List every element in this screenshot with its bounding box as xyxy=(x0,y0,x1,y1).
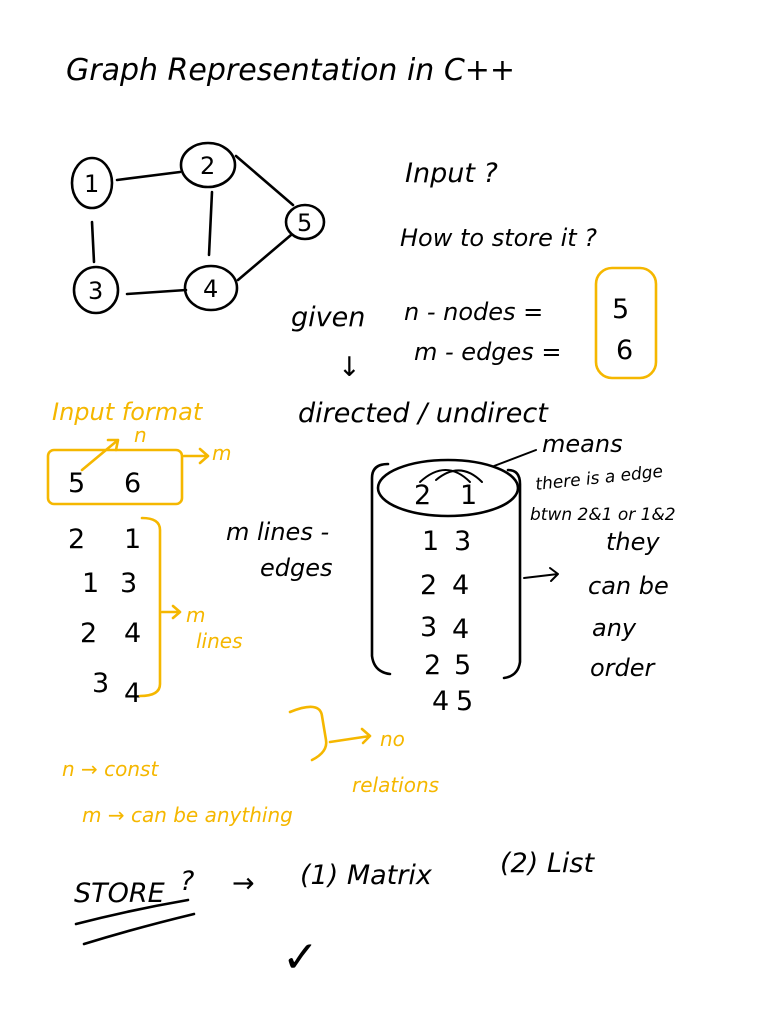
input-row: 2 xyxy=(80,618,97,649)
edge-list-right-bracket xyxy=(502,468,522,680)
graph-node-label: 5 xyxy=(297,209,312,237)
store-label: STORE xyxy=(74,878,165,909)
m-pointer-arrow xyxy=(182,447,210,465)
given-down-arrow: ↓ xyxy=(338,352,361,383)
order-note-line-1: they xyxy=(606,528,660,556)
order-note-line-2: can be xyxy=(588,572,669,600)
graph-edges xyxy=(90,154,295,296)
edge-list-loop-mark xyxy=(419,469,483,483)
input-row: 3 xyxy=(92,668,109,699)
edge-list-rows: 2 1 1 3 2 4 3 4 2 5 4 5 xyxy=(414,480,477,717)
matrix-check-mark: ✓ xyxy=(282,932,319,983)
m-label: m xyxy=(212,441,231,465)
edge-row: 3 xyxy=(454,526,471,557)
input-row: 1 xyxy=(124,524,141,555)
given-values-highlight-box xyxy=(594,266,658,380)
graph-edge-1-3 xyxy=(90,220,96,264)
page-title: Graph Representation in C++ xyxy=(66,53,515,88)
input-header-n: 5 xyxy=(68,468,85,499)
m-anything-note: m → can be anything xyxy=(82,803,293,827)
given-edges-value: 6 xyxy=(616,335,633,366)
no-relation-arrow xyxy=(328,727,372,745)
graph-drawing: 1 2 3 4 5 xyxy=(70,141,326,315)
input-row: 2 xyxy=(68,524,85,555)
store-underline-2 xyxy=(82,912,196,946)
edge-list-block: m lines - edges 2 1 1 3 2 4 3 4 2 5 4 5 … xyxy=(226,430,676,717)
lines-label-m: m xyxy=(186,603,205,627)
no-note: no xyxy=(380,727,405,751)
means-note-line-3: btwn 2&1 or 1&2 xyxy=(530,505,676,525)
relations-note: relations xyxy=(352,773,439,797)
edge-row: 4 xyxy=(432,686,449,717)
store-option-list: (2) List xyxy=(500,848,595,879)
input-format-label: Input format xyxy=(52,398,204,426)
graph-node-3: 3 xyxy=(72,265,120,315)
lines-bracket xyxy=(138,516,162,698)
input-header-box xyxy=(46,448,184,506)
graph-edge-2-4 xyxy=(207,190,214,257)
means-note-line-2: there is a edge xyxy=(534,462,663,495)
store-underline-1 xyxy=(74,898,190,926)
means-note-line-1: means xyxy=(542,430,623,458)
input-format-block: Input format n 5 6 m 2 1 1 3 2 4 3 4 m l… xyxy=(46,398,439,827)
given-label: given xyxy=(291,302,365,333)
edge-row: 4 xyxy=(452,570,469,601)
given-block: given n - nodes = 5 ↓ m - edges = 6 dire… xyxy=(291,266,658,429)
store-question-mark: ? xyxy=(180,866,194,897)
n-label: n xyxy=(134,423,147,447)
m-lines-label: m lines - xyxy=(226,518,329,546)
order-pointer-arrow xyxy=(523,567,559,582)
store-option-matrix: (1) Matrix xyxy=(300,860,433,891)
store-arrow: → xyxy=(232,868,255,899)
edges-label: edges xyxy=(260,554,333,582)
edge-row: 1 xyxy=(422,526,439,557)
n-pointer-arrow xyxy=(80,438,120,472)
input-row: 1 xyxy=(82,568,99,599)
graph-edge-2-5 xyxy=(234,154,295,207)
edge-row: 2 xyxy=(414,480,431,511)
graph-edge-4-5 xyxy=(236,233,293,282)
store-question: How to store it ? xyxy=(400,224,597,252)
edge-list-left-bracket xyxy=(370,462,392,676)
notes-bracket xyxy=(288,705,328,762)
direction-text: directed / undirect xyxy=(298,398,549,429)
input-edge-rows: 2 1 1 3 2 4 3 4 xyxy=(68,524,141,709)
graph-node-label: 2 xyxy=(200,152,215,180)
given-nodes-text: n - nodes = xyxy=(404,298,543,326)
input-question: Input ? xyxy=(405,158,498,189)
graph-edge-1-2 xyxy=(115,170,182,182)
edge-row: 1 xyxy=(460,480,477,511)
input-header-m: 6 xyxy=(124,468,141,499)
edge-row: 2 xyxy=(420,570,437,601)
store-block: STORE ? → (1) Matrix (2) List ✓ xyxy=(74,848,595,983)
graph-node-5: 5 xyxy=(284,203,326,241)
means-pointer-line xyxy=(493,449,537,467)
input-row: 3 xyxy=(120,568,137,599)
graph-node-1: 1 xyxy=(70,156,114,210)
edge-row: 5 xyxy=(454,650,471,681)
lines-label-lines: lines xyxy=(196,629,243,653)
edge-row: 3 xyxy=(420,612,437,643)
graph-node-label: 1 xyxy=(84,170,99,198)
graph-node-2: 2 xyxy=(179,141,237,189)
edge-row: 2 xyxy=(424,650,441,681)
given-edges-text: m - edges = xyxy=(414,338,562,366)
lines-pointer-arrow xyxy=(160,604,182,620)
input-row: 4 xyxy=(124,618,141,649)
edge-list-top-ellipse xyxy=(376,458,520,518)
n-const-note: n → const xyxy=(62,757,159,781)
edge-row: 4 xyxy=(452,614,469,645)
input-row: 4 xyxy=(124,678,141,709)
order-note-line-4: order xyxy=(590,654,657,682)
graph-node-label: 4 xyxy=(203,275,218,303)
graph-node-4: 4 xyxy=(183,264,239,312)
given-nodes-value: 5 xyxy=(612,294,629,325)
edge-row: 5 xyxy=(456,686,473,717)
graph-node-label: 3 xyxy=(88,277,103,305)
order-note-line-3: any xyxy=(592,614,637,642)
graph-edge-3-4 xyxy=(125,288,188,296)
